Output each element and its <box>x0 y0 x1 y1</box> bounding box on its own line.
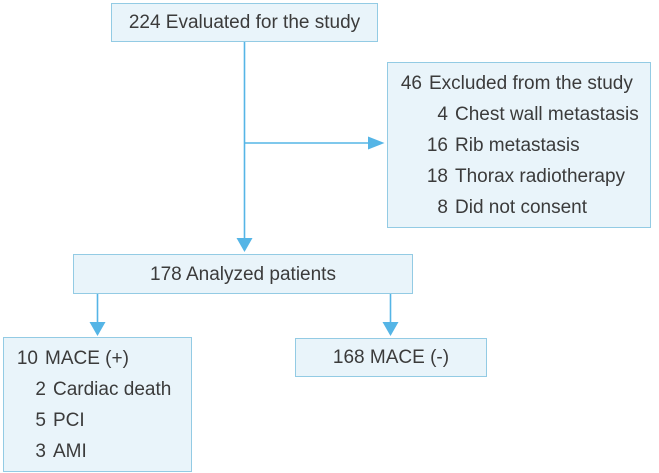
box-mace-positive: 10 MACE (+) 2 Cardiac death 5 PCI 3 AMI <box>3 337 192 472</box>
item-label: AMI <box>53 441 87 462</box>
evaluated-label: 224 Evaluated for the study <box>128 12 361 33</box>
box-excluded: 46 Excluded from the study 4 Chest wall … <box>387 62 651 228</box>
list-item: 4 Chest wall metastasis <box>398 99 640 130</box>
item-label: PCI <box>53 410 85 431</box>
box-mace-negative: 168 MACE (-) <box>295 338 487 377</box>
list-item: 8 Did not consent <box>398 192 640 223</box>
item-label: Rib metastasis <box>455 135 580 156</box>
excluded-label: Excluded from the study <box>429 73 633 94</box>
arrowhead-right-excluded-icon <box>368 136 385 150</box>
list-item: 5 PCI <box>14 405 181 436</box>
item-count: 2 <box>35 379 46 400</box>
list-item: 2 Cardiac death <box>14 374 181 405</box>
excluded-header: 46 Excluded from the study <box>398 68 640 99</box>
mace-positive-count: 10 <box>16 348 38 369</box>
mace-negative-label: 168 MACE (-) <box>332 347 450 368</box>
list-item: 18 Thorax radiotherapy <box>398 161 640 192</box>
arrowhead-down-mace-negative-icon <box>382 322 399 336</box>
mace-positive-header: 10 MACE (+) <box>14 343 181 374</box>
arrowhead-down-main-icon <box>236 238 253 252</box>
box-evaluated: 224 Evaluated for the study <box>111 3 378 42</box>
item-count: 3 <box>35 441 46 462</box>
item-count: 8 <box>437 197 448 218</box>
item-count: 16 <box>426 135 448 156</box>
item-label: Thorax radiotherapy <box>455 166 626 187</box>
item-count: 18 <box>426 166 448 187</box>
item-label: Chest wall metastasis <box>455 104 639 125</box>
list-item: 16 Rib metastasis <box>398 130 640 161</box>
item-count: 4 <box>437 104 448 125</box>
item-count: 5 <box>35 410 46 431</box>
excluded-count: 46 <box>400 73 422 94</box>
mace-positive-label: MACE (+) <box>45 348 129 369</box>
item-label: Did not consent <box>455 197 588 218</box>
arrowhead-down-mace-positive-icon <box>89 322 106 336</box>
box-analyzed: 178 Analyzed patients <box>73 254 413 294</box>
item-label: Cardiac death <box>53 379 172 400</box>
list-item: 3 AMI <box>14 436 181 467</box>
analyzed-label: 178 Analyzed patients <box>150 263 336 285</box>
